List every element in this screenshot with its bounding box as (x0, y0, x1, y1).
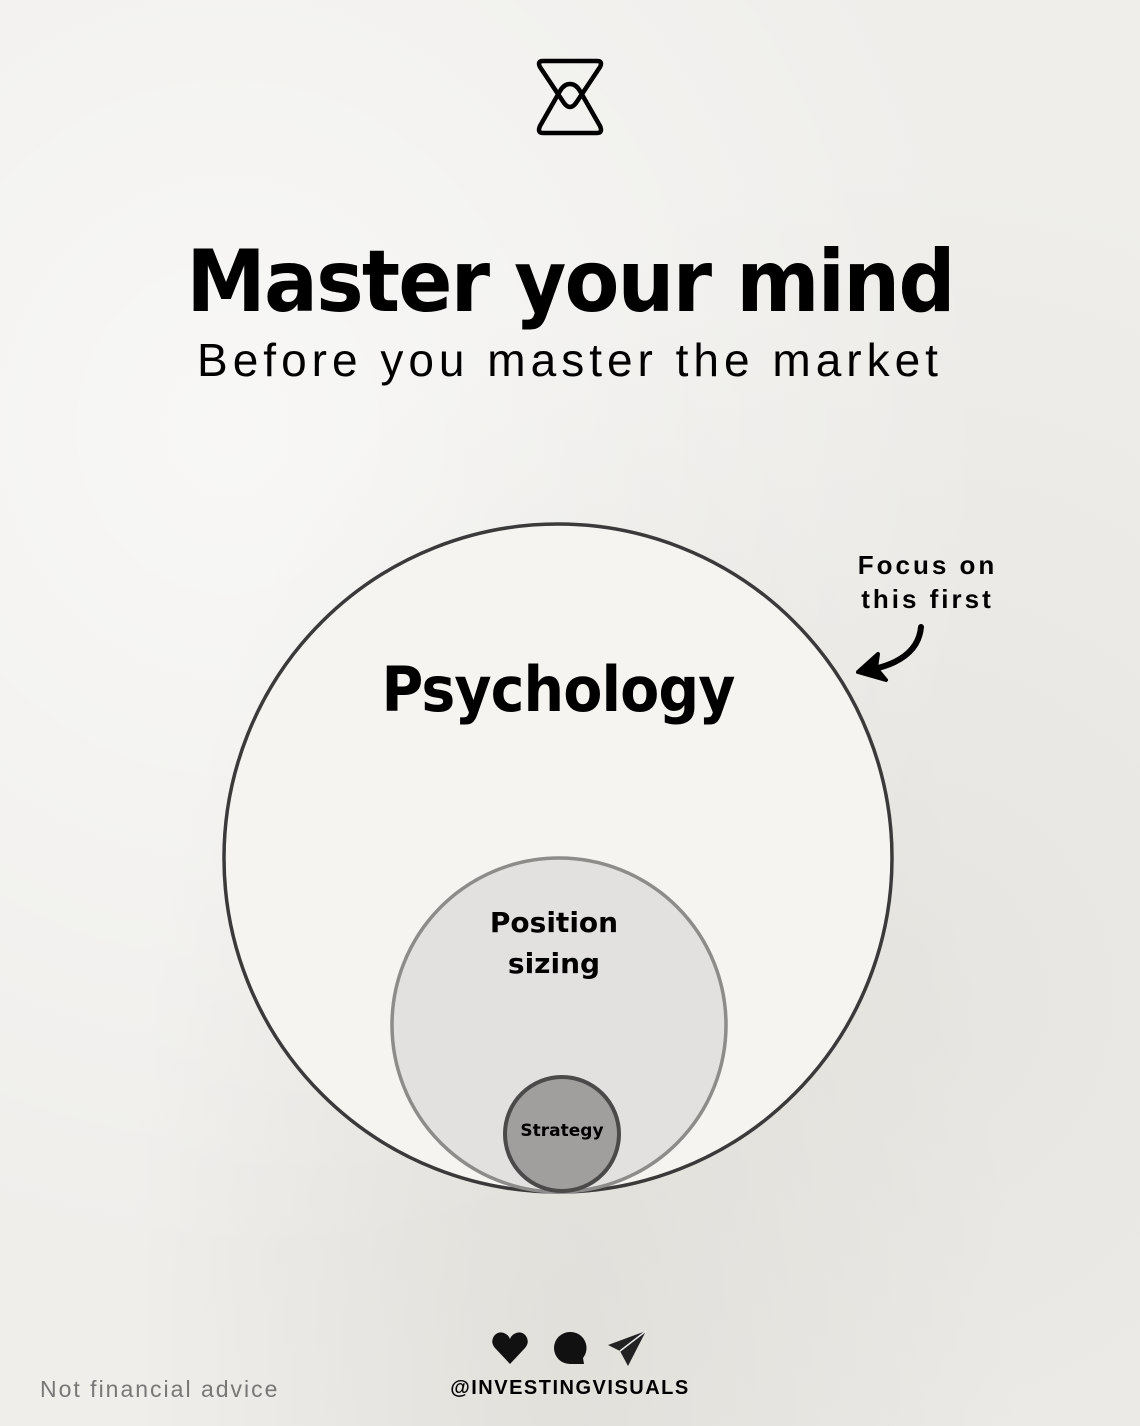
psychology-label: Psychology (381, 653, 735, 726)
account-handle[interactable]: @INVESTINGVISUALS (450, 1377, 690, 1399)
focus-annotation: Focus on this first (820, 548, 1035, 616)
social-actions (490, 1328, 650, 1368)
disclaimer: Not financial advice (40, 1376, 280, 1402)
psychology-circle (222, 522, 894, 1194)
page-title: Master your mind (186, 232, 955, 332)
hourglass-icon (536, 58, 604, 136)
position-sizing-label: Position sizing (454, 902, 654, 984)
curved-arrow-icon (856, 624, 924, 682)
focus-annotation-line-1: Focus on (857, 550, 998, 580)
heart-icon[interactable] (490, 1328, 530, 1368)
position-sizing-line-1: Position (489, 906, 619, 939)
page-subtitle: Before you master the market (197, 334, 943, 386)
send-icon[interactable] (606, 1328, 647, 1368)
strategy-label: Strategy (520, 1121, 604, 1141)
comment-icon[interactable] (550, 1328, 590, 1368)
focus-annotation-line-2: this first (861, 584, 994, 614)
position-sizing-line-2: sizing (507, 947, 601, 980)
